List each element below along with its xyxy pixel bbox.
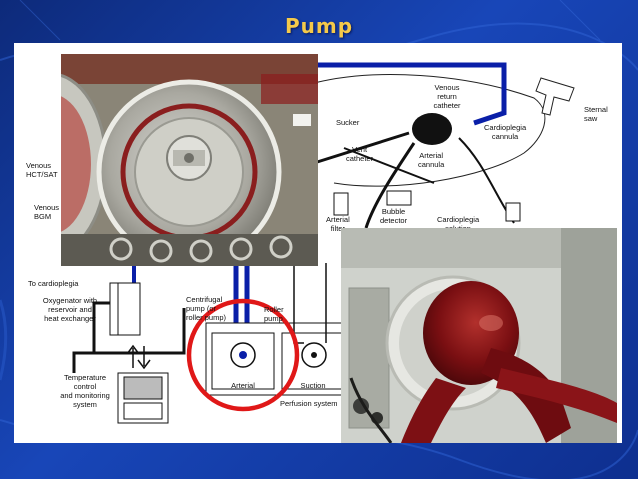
label-temperature-control: Temperature control and monitoring syste… bbox=[60, 373, 110, 409]
label-suction: Suction bbox=[300, 381, 326, 390]
label-roller-pump: Roller pump bbox=[264, 305, 284, 323]
label-to-cardioplegia: To cardioplegia bbox=[28, 279, 79, 288]
label-venous-hct: Venous HCT/SAT bbox=[26, 161, 58, 179]
label-arterial-cannula: Arterial cannula bbox=[418, 151, 445, 169]
label-vent-catheter: Vent catheter bbox=[346, 145, 374, 163]
label-sternal-saw: Sternal saw bbox=[584, 105, 608, 123]
label-cardioplegia-cannula: Cardioplegia cannula bbox=[484, 123, 527, 141]
slide-title: Pump bbox=[284, 14, 354, 38]
photo-pump-head bbox=[61, 54, 318, 266]
label-venous-return-catheter: Venous return catheter bbox=[433, 83, 461, 110]
label-venous-bgm: Venous BGM bbox=[34, 203, 60, 221]
label-centrifugal-pump: Centrifugal pump (or roller pump) bbox=[186, 295, 227, 322]
label-oxygenator: Oxygenator with reservoir and heat excha… bbox=[42, 296, 98, 323]
label-bubble-detector: Bubble detector bbox=[380, 207, 408, 225]
photo-centrifugal-pump bbox=[341, 228, 617, 443]
highlight-circle bbox=[186, 298, 300, 412]
label-perfusion-system: Perfusion system bbox=[280, 399, 338, 408]
circuit-drawing bbox=[72, 62, 575, 424]
label-sucker: Sucker bbox=[336, 118, 360, 127]
label-arterial: Arterial bbox=[231, 381, 255, 390]
label-arterial-filter: Arterial filter bbox=[326, 215, 350, 233]
